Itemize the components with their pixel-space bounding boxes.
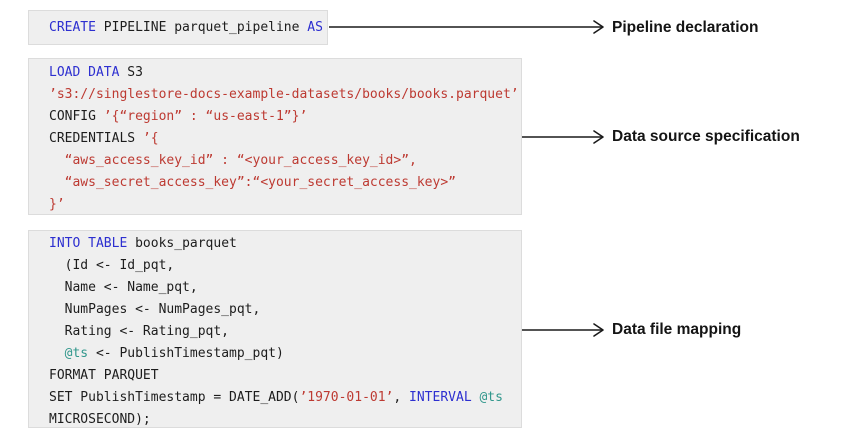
code-line: ’s3://singlestore-docs-example-datasets/…	[49, 87, 519, 102]
code-block-data-source-specification: LOAD DATA S3 ’s3://singlestore-docs-examp…	[28, 58, 522, 215]
code-line: MICROSECOND);	[49, 412, 151, 427]
code-line: “aws_secret_access_key”:“<your_secret_ac…	[49, 175, 456, 190]
code-line: (Id <- Id_pqt,	[49, 258, 175, 273]
arrow-data-file-mapping	[522, 323, 604, 337]
code-line: CONFIG ’{“region” : “us-east-1”}’	[49, 109, 308, 124]
code-line: INTO TABLE books_parquet	[49, 236, 237, 251]
code-line: LOAD DATA S3	[49, 65, 143, 80]
code-line: CREDENTIALS ’{	[49, 131, 159, 146]
annotation-data-file-mapping: Data file mapping	[612, 321, 742, 338]
code-line: Rating <- Rating_pqt,	[49, 324, 230, 339]
code-line: CREATE PIPELINE parquet_pipeline AS	[49, 20, 323, 35]
annotation-pipeline-declaration: Pipeline declaration	[612, 19, 759, 36]
annotation-data-source-specification: Data source specification	[612, 128, 800, 145]
arrow-pipeline-declaration	[329, 20, 604, 34]
code-line: “aws_access_key_id” : “<your_access_key_…	[49, 153, 417, 168]
code-line: SET PublishTimestamp = DATE_ADD(’1970-01…	[49, 390, 503, 405]
code-line: Name <- Name_pqt,	[49, 280, 198, 295]
code-block-pipeline-declaration: CREATE PIPELINE parquet_pipeline AS	[28, 10, 328, 45]
code-line: FORMAT PARQUET	[49, 368, 159, 383]
code-line: @ts <- PublishTimestamp_pqt)	[64, 346, 284, 361]
code-line: NumPages <- NumPages_pqt,	[49, 302, 261, 317]
code-line: }’	[49, 197, 65, 212]
arrow-data-source-specification	[522, 130, 604, 144]
code-block-data-file-mapping: INTO TABLE books_parquet (Id <- Id_pqt, …	[28, 230, 522, 428]
